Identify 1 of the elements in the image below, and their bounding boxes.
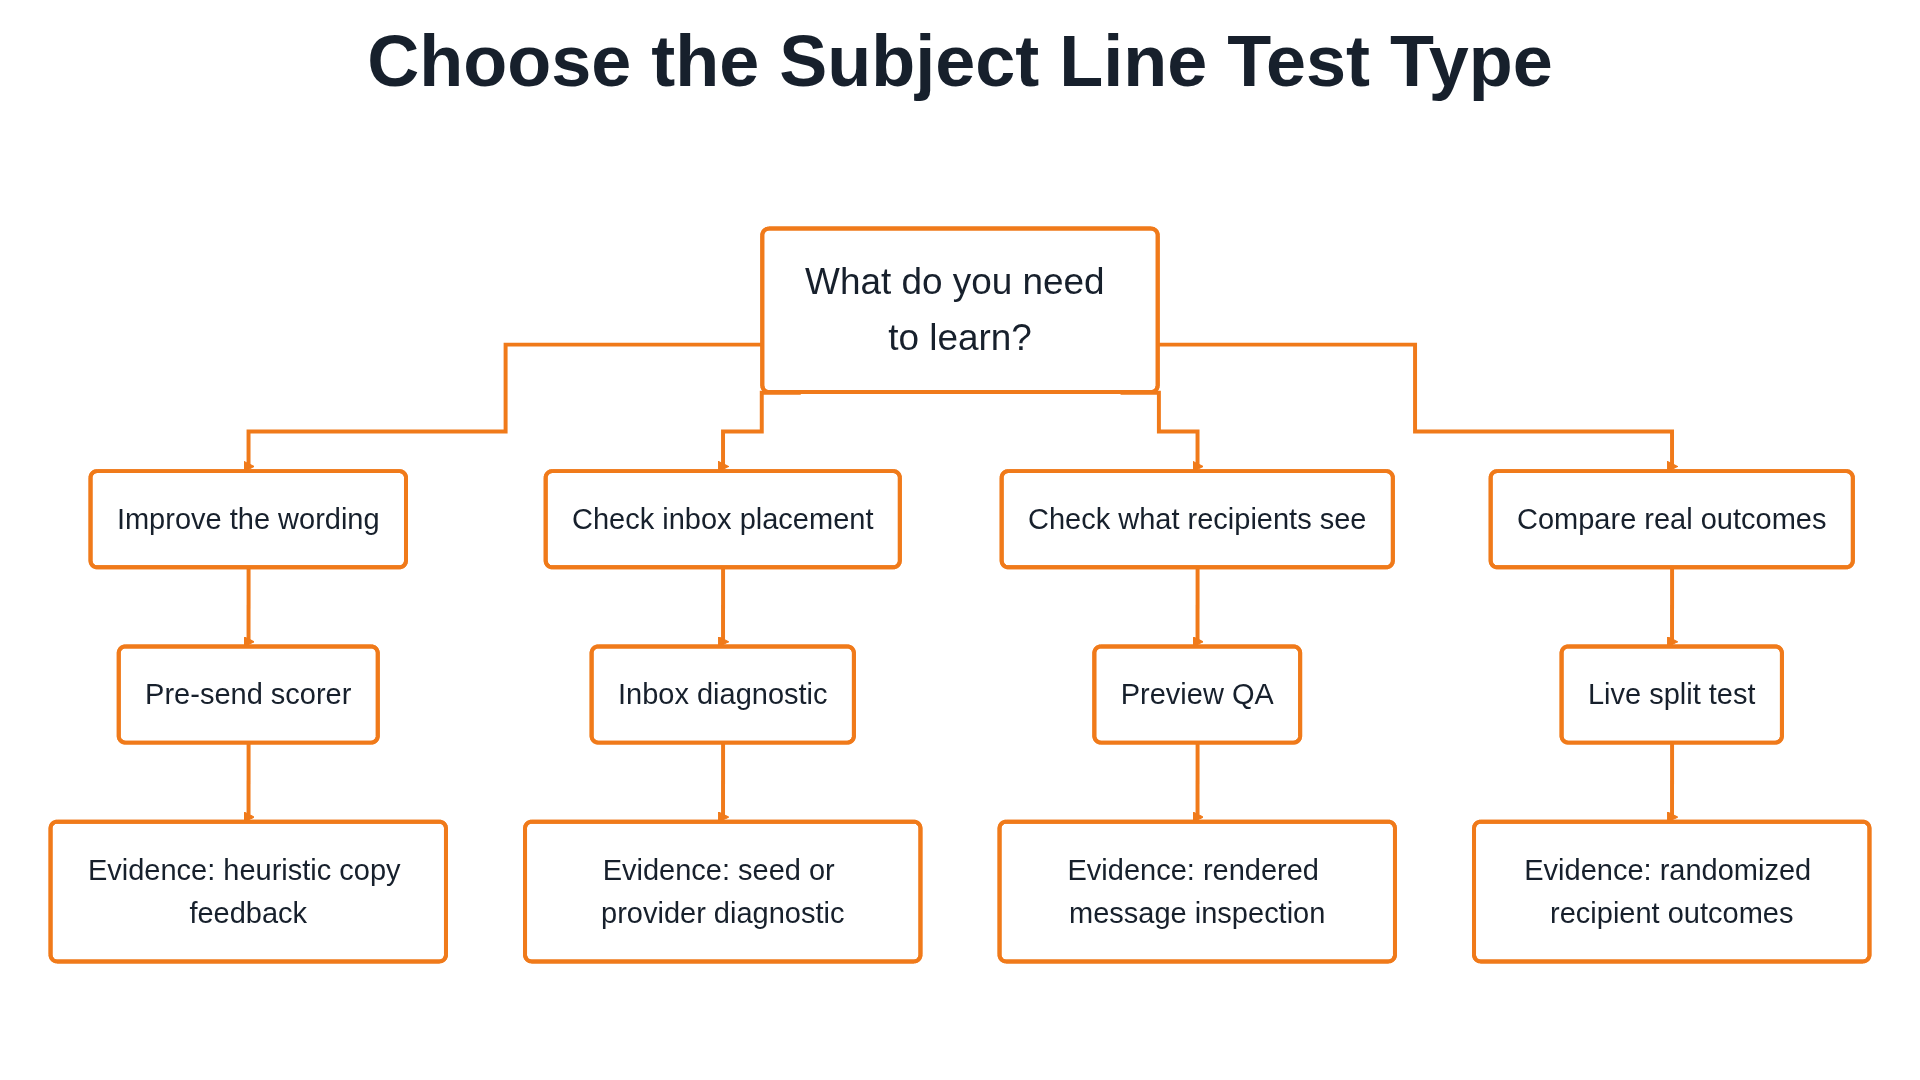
diagram-title: Choose the Subject Line Test Type <box>366 20 1554 102</box>
